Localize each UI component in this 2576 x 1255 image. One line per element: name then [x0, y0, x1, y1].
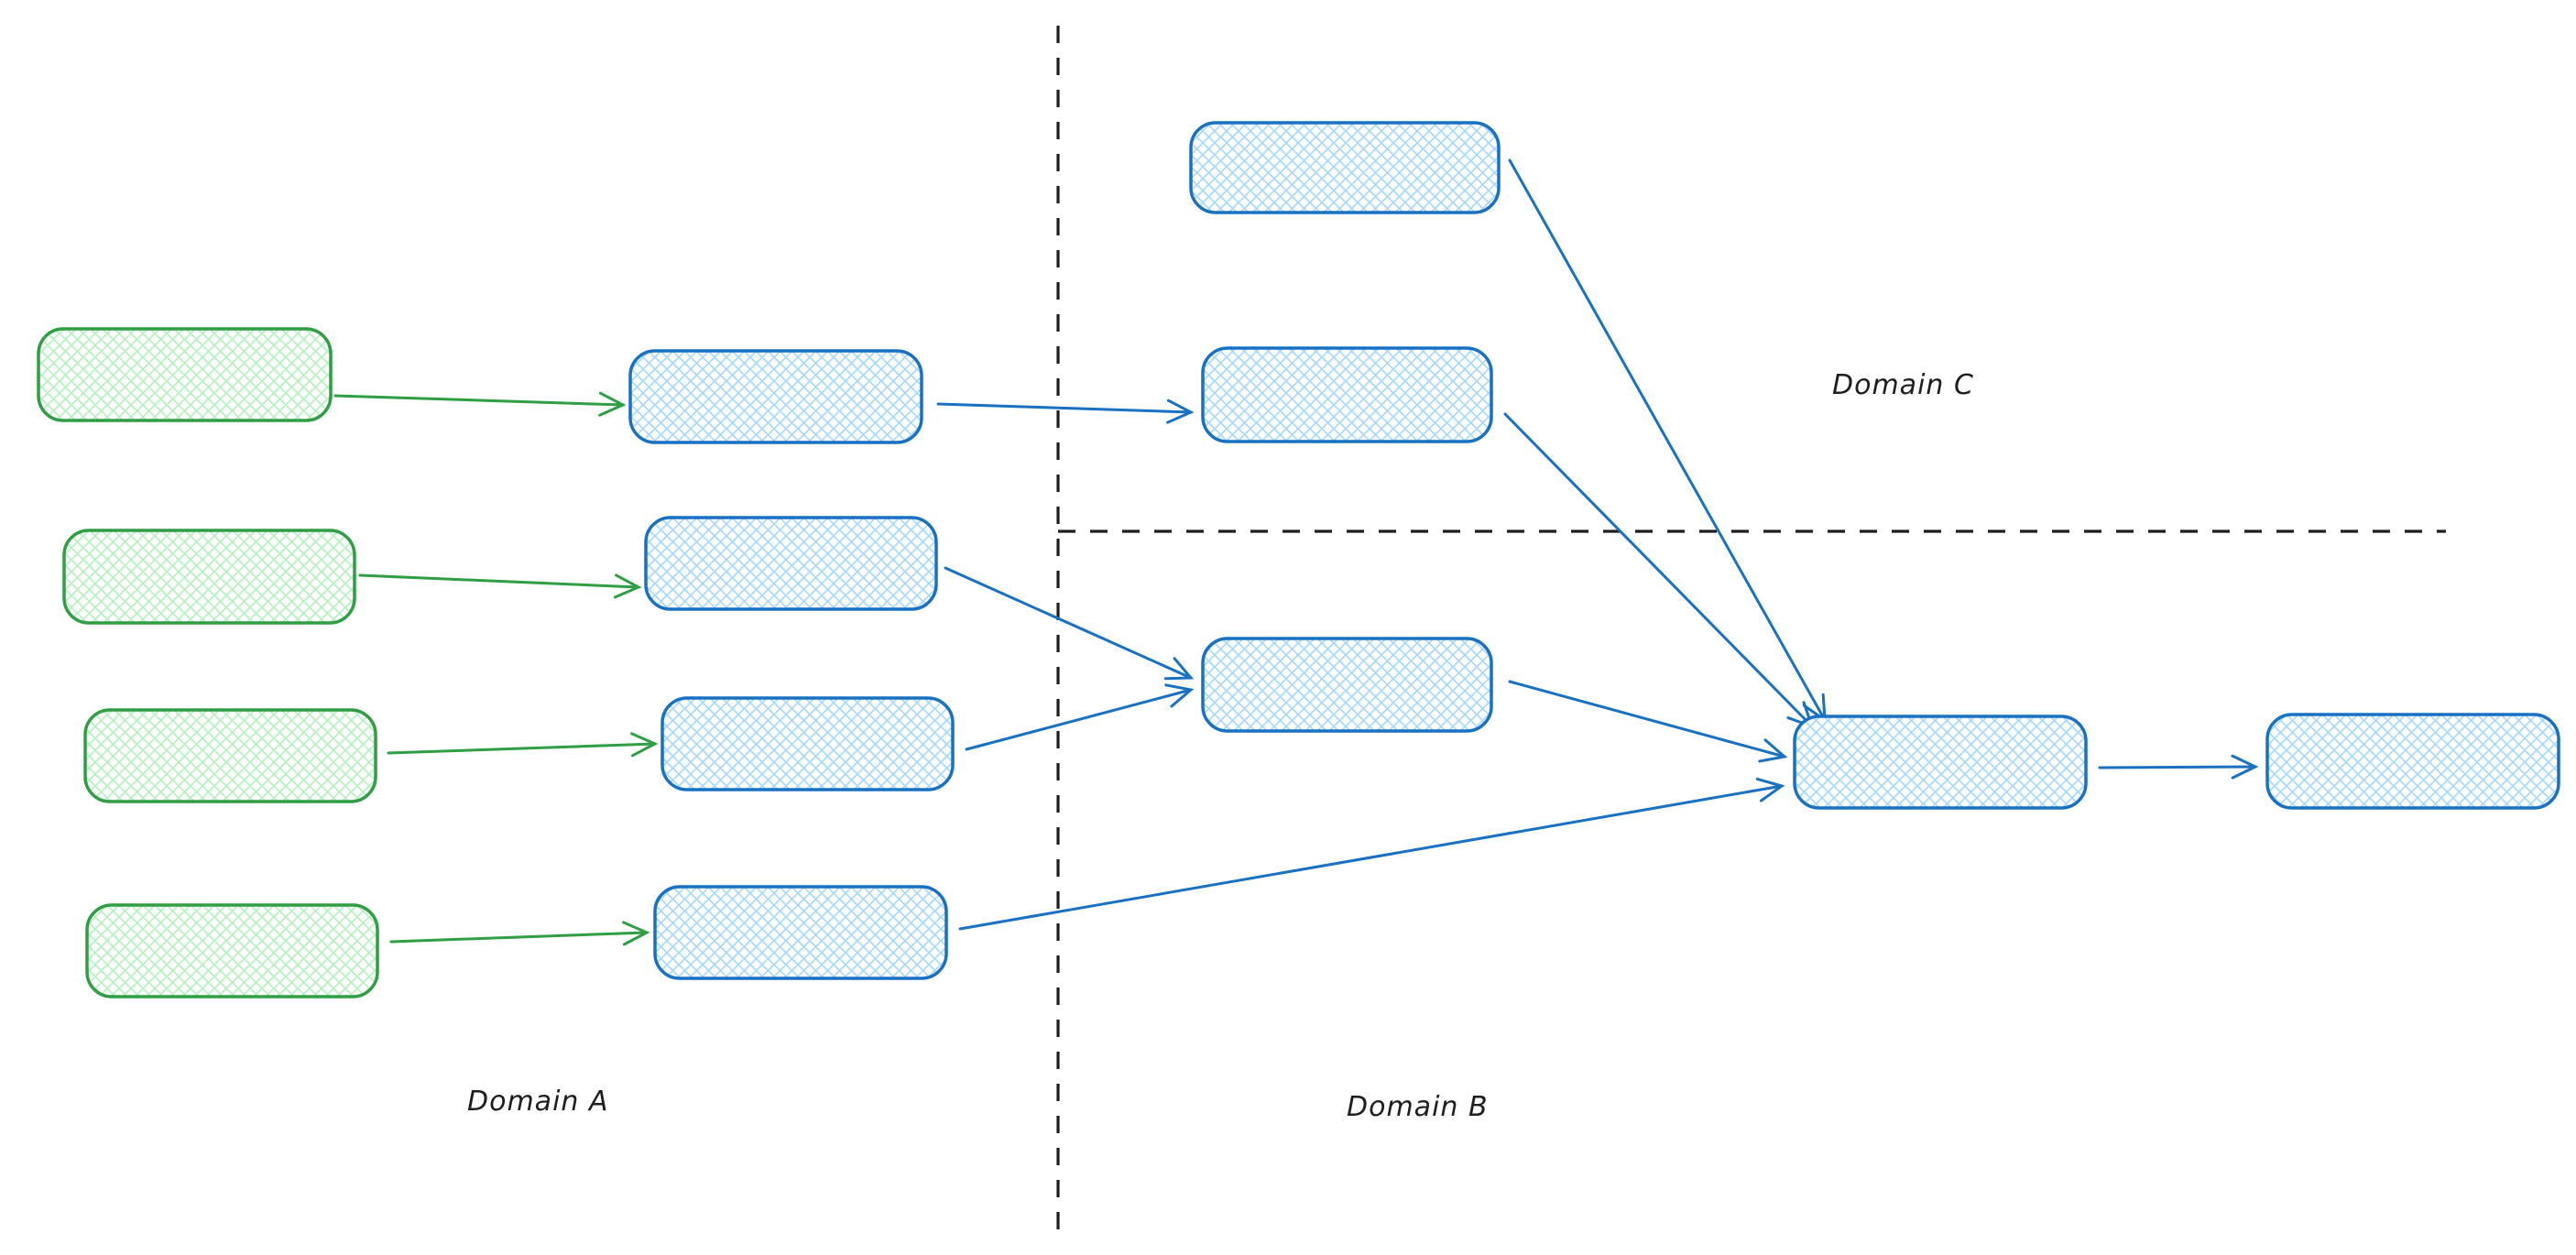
edge-source1-to-a1: [333, 391, 627, 417]
edge-source4-to-a4: [389, 921, 650, 946]
edge-a1-to-c2: [936, 398, 1195, 424]
domain-a-blue-box-1: [628, 349, 923, 444]
edge-b1-to-hub: [1508, 680, 1788, 763]
green-source-box-3: [83, 708, 377, 803]
domain-b-output-box: [2265, 713, 2560, 810]
edge-c2-to-hub: [1503, 412, 1815, 729]
edge-a4-to-hub: [958, 777, 1785, 931]
green-source-box-1: [37, 327, 333, 422]
domain-c-box-2: [1201, 346, 1493, 443]
edge-c1-to-hub: [1508, 158, 1827, 724]
domain-c-label: Domain C: [1832, 369, 1974, 401]
domain-a-blue-box-2: [644, 516, 938, 611]
edge-a3-to-b1: [965, 683, 1195, 751]
domain-a-blue-box-4: [653, 885, 948, 980]
edge-hub-to-output: [2098, 754, 2259, 780]
labels-layer: Domain A Domain B Domain C: [467, 369, 1974, 1123]
dividers-layer: [1056, 26, 2446, 1235]
domain-b-hub-box: [1793, 715, 2088, 810]
domain-c-box-1: [1189, 121, 1501, 214]
nodes-layer: [37, 121, 2560, 999]
domain-b-label: Domain B: [1347, 1091, 1489, 1123]
green-source-box-2: [62, 529, 356, 625]
domain-b-box-1: [1201, 637, 1493, 733]
edge-source2-to-a2: [358, 573, 642, 599]
domain-a-label: Domain A: [467, 1086, 608, 1118]
green-source-box-4: [85, 903, 379, 999]
domain-a-blue-box-3: [660, 696, 955, 791]
edges-layer: [333, 158, 2259, 946]
edge-source3-to-a3: [387, 732, 659, 758]
edge-a2-to-b1: [944, 566, 1195, 681]
